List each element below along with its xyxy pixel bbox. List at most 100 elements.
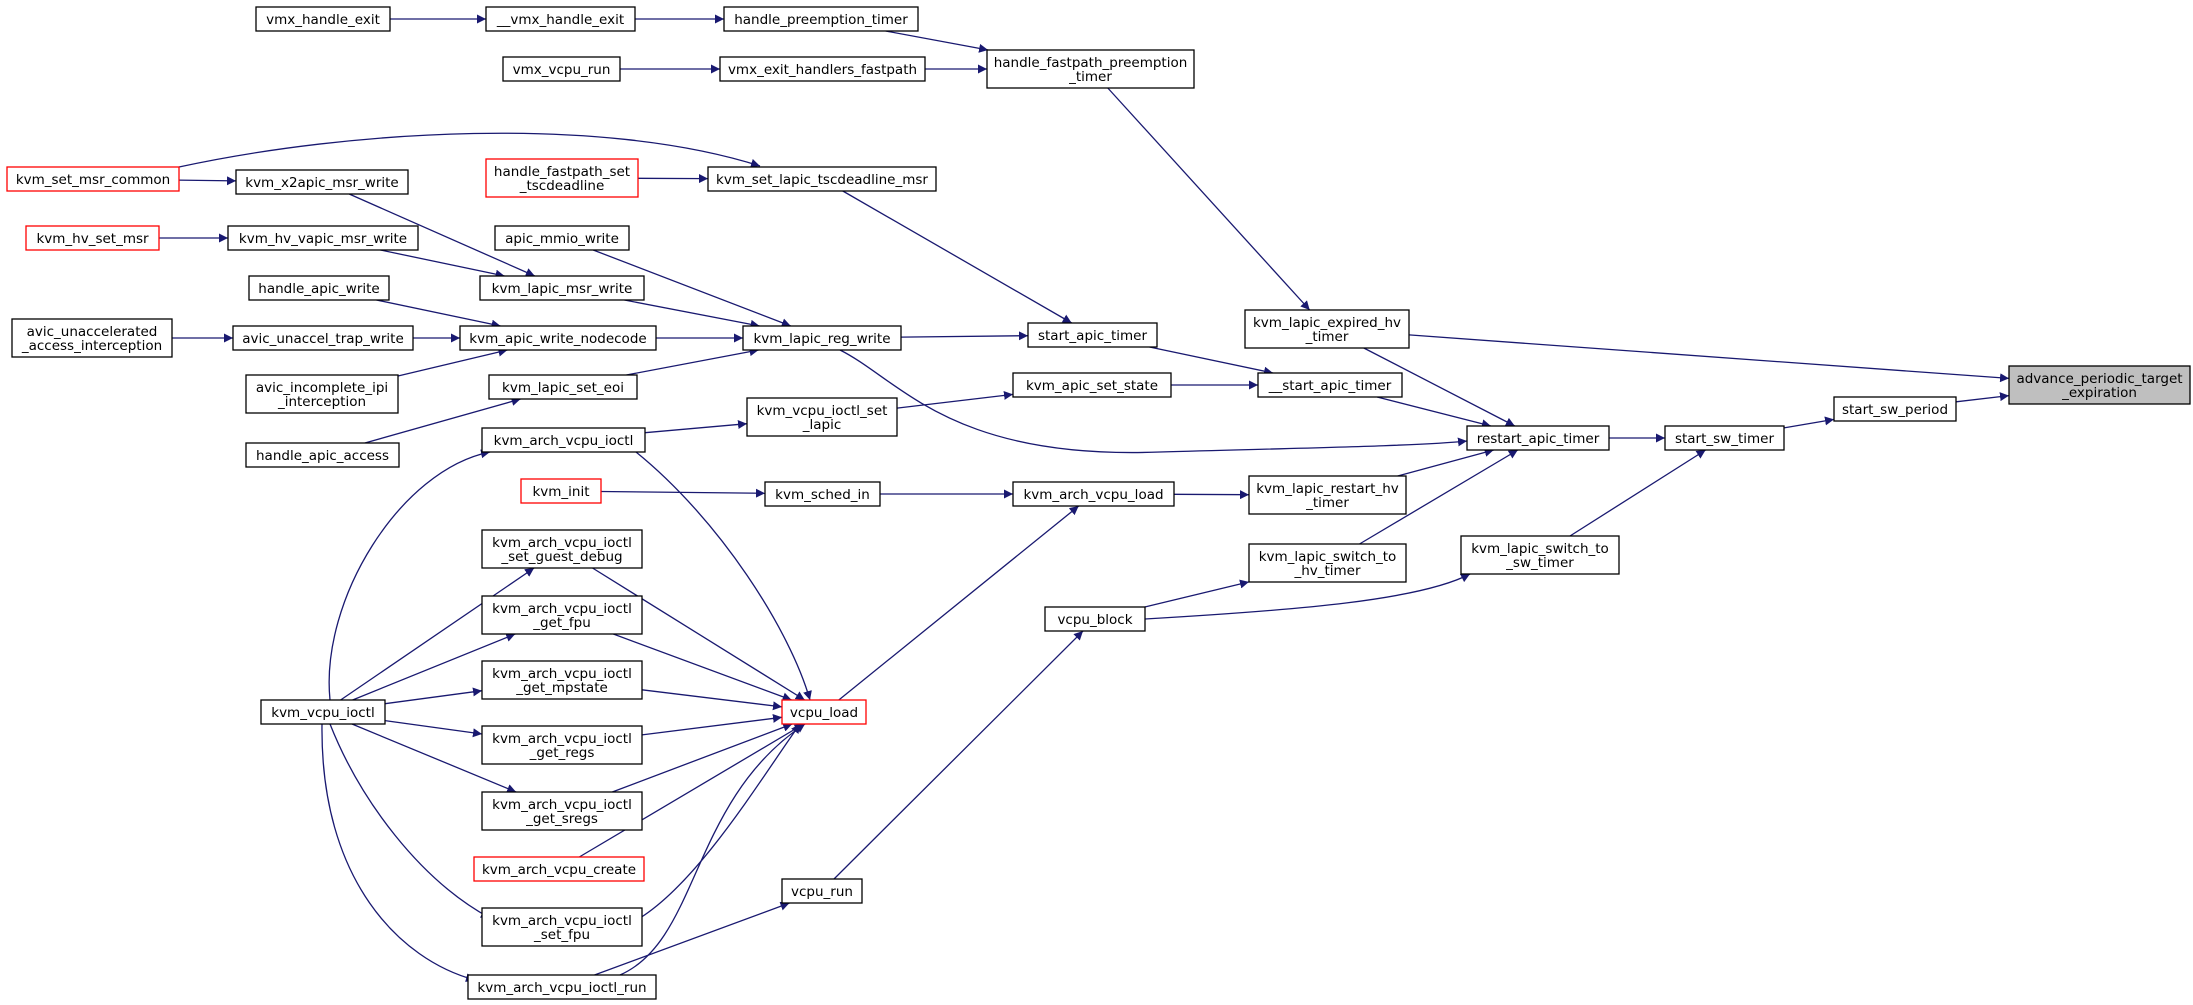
edge-kvm_arch_vcpu_ioctl_get_fpu-to-vcpu_load — [613, 633, 792, 702]
node-label: kvm_apic_set_state — [1026, 378, 1158, 394]
node-start-apic-timer[interactable]: start_apic_timer — [1027, 322, 1158, 348]
node-kvm-arch-vcpu-load[interactable]: kvm_arch_vcpu_load — [1012, 481, 1175, 507]
node-restart-apic-timer[interactable]: restart_apic_timer — [1466, 425, 1610, 451]
node-box — [227, 225, 419, 251]
node-box — [1833, 396, 1957, 422]
edge-kvm_vcpu_ioctl-to-kvm_arch_vcpu_ioctl_get_fpu — [352, 633, 516, 701]
node-kvm-sched-in[interactable]: kvm_sched_in — [764, 481, 881, 507]
node-label: kvm_vcpu_ioctl — [271, 705, 374, 721]
edge-arrow — [1783, 416, 1835, 429]
node-kvm-arch-vcpu-ioctl-run[interactable]: kvm_arch_vcpu_ioctl_run — [467, 974, 657, 1000]
node-label: kvm_arch_vcpu_create — [482, 862, 636, 878]
edge-start_sw_timer-to-start_sw_period — [1783, 416, 1835, 429]
node-kvm-arch-vcpu-ioctl-get-mpstate[interactable]: kvm_arch_vcpu_ioctl_get_mpstate — [481, 660, 643, 700]
node-kvm-hv-set-msr[interactable]: kvm_hv_set_msr — [25, 225, 160, 251]
node-kvm-lapic-set-eoi[interactable]: kvm_lapic_set_eoi — [488, 374, 638, 400]
node-label: start_apic_timer — [1038, 328, 1147, 344]
node-avic-unaccel-trap-write[interactable]: avic_unaccel_trap_write — [232, 325, 414, 351]
edge-arrow — [1144, 573, 1471, 620]
edge-arrow — [384, 687, 483, 705]
node-start-sw-period[interactable]: start_sw_period — [1833, 396, 1957, 422]
node-label: kvm_lapic_msr_write — [492, 281, 633, 297]
node-kvm-arch-vcpu-ioctl-set-guest-debug[interactable]: kvm_arch_vcpu_ioctl_set_guest_debug — [481, 529, 643, 569]
node-box — [1460, 535, 1620, 575]
node-box — [746, 397, 898, 437]
node-handle-apic-access[interactable]: handle_apic_access — [245, 442, 400, 468]
edge-arrow — [644, 420, 748, 434]
edge-handle_fastpath_preemption_timer-to-kvm_lapic_expired_hv_timer — [1107, 87, 1311, 311]
edge-handle_apic_access-to-kvm_lapic_set_eoi — [364, 397, 521, 444]
node-avic-incomplete-ipi-interception[interactable]: avic_incomplete_ipi_interception — [245, 374, 399, 414]
node-kvm-lapic-switch-to-sw-timer[interactable]: kvm_lapic_switch_to_sw_timer — [1460, 535, 1620, 575]
node-vmx-exit-handlers-fastpath[interactable]: vmx_exit_handlers_fastpath — [719, 56, 926, 82]
node-kvm-lapic-expired-hv-timer[interactable]: kvm_lapic_expired_hv_timer — [1244, 309, 1410, 349]
node-kvm-x2apic-msr-write[interactable]: kvm_x2apic_msr_write — [235, 169, 409, 195]
node-box — [781, 878, 863, 904]
node-label: kvm_arch_vcpu_ioctl — [492, 666, 632, 682]
node-label: kvm_apic_write_nodecode — [469, 331, 646, 347]
node-kvm-hv-vapic-msr-write[interactable]: kvm_hv_vapic_msr_write — [227, 225, 419, 251]
node-vcpu-block[interactable]: vcpu_block — [1044, 606, 1146, 632]
edge-kvm_lapic_switch_to_sw_timer-to-start_sw_timer — [1569, 449, 1706, 537]
edge-arrow — [1408, 334, 2010, 383]
node-label: _set_guest_debug — [500, 549, 622, 565]
node-kvm-arch-vcpu-ioctl[interactable]: kvm_arch_vcpu_ioctl — [481, 427, 646, 453]
node-apic-mmio-write[interactable]: apic_mmio_write — [494, 225, 630, 251]
node-kvm-arch-vcpu-ioctl-get-fpu[interactable]: kvm_arch_vcpu_ioctl_get_fpu — [481, 595, 643, 635]
node-box — [232, 325, 414, 351]
node-label: handle_apic_write — [258, 281, 379, 297]
node-box — [260, 699, 386, 725]
node-box — [481, 791, 643, 831]
edge-kvm_vcpu_ioctl-to-kvm_arch_vcpu_ioctl_set_fpu — [329, 723, 491, 919]
edge-arrow — [380, 249, 505, 279]
edge-kvm_arch_vcpu_ioctl_get_regs-to-vcpu_load — [641, 713, 783, 736]
node-kvm-arch-vcpu-ioctl-set-fpu[interactable]: kvm_arch_vcpu_ioctl_set_fpu — [481, 907, 643, 947]
node-advance-periodic-target-expiration[interactable]: advance_periodic_target_expiration — [2008, 365, 2191, 405]
node---start-apic-timer[interactable]: __start_apic_timer — [1257, 372, 1403, 398]
edge-kvm_lapic_reg_write-to-start_apic_timer — [900, 331, 1029, 341]
node-kvm-lapic-restart-hv-timer[interactable]: kvm_lapic_restart_hv_timer — [1248, 475, 1407, 515]
node-start-sw-timer[interactable]: start_sw_timer — [1664, 425, 1785, 451]
edge-arrow — [1397, 448, 1494, 477]
node-vcpu-load[interactable]: vcpu_load — [781, 699, 867, 725]
node-kvm-lapic-switch-to-hv-timer[interactable]: kvm_lapic_switch_to_hv_timer — [1248, 543, 1407, 583]
node-kvm-set-msr-common[interactable]: kvm_set_msr_common — [6, 166, 180, 192]
node-kvm-vcpu-ioctl[interactable]: kvm_vcpu_ioctl — [260, 699, 386, 725]
node-kvm-arch-vcpu-ioctl-get-sregs[interactable]: kvm_arch_vcpu_ioctl_get_sregs — [481, 791, 643, 831]
node-handle-preemption-timer[interactable]: handle_preemption_timer — [723, 6, 919, 32]
node-box — [481, 595, 643, 635]
node-label: _expiration — [2061, 385, 2137, 401]
edge-arrow — [896, 390, 1014, 409]
edge-arrow — [594, 901, 790, 976]
node---vmx-handle-exit[interactable]: __vmx_handle_exit — [485, 6, 636, 32]
node-vmx-handle-exit[interactable]: vmx_handle_exit — [255, 6, 391, 32]
node-kvm-lapic-reg-write[interactable]: kvm_lapic_reg_write — [742, 325, 902, 351]
node-box — [25, 225, 160, 251]
edge-arrow — [1569, 449, 1706, 537]
node-kvm-set-lapic-tscdeadline-msr[interactable]: kvm_set_lapic_tscdeadline_msr — [707, 166, 937, 192]
node-kvm-apic-set-state[interactable]: kvm_apic_set_state — [1012, 372, 1172, 398]
node-kvm-arch-vcpu-ioctl-get-regs[interactable]: kvm_arch_vcpu_ioctl_get_regs — [481, 725, 643, 765]
node-handle-fastpath-set-tscdeadline[interactable]: handle_fastpath_set_tscdeadline — [485, 158, 639, 198]
node-handle-fastpath-preemption-timer[interactable]: handle_fastpath_preemption_timer — [986, 49, 1195, 89]
edge-arrow — [178, 176, 237, 186]
node-box — [481, 660, 643, 700]
edge-kvm_set_lapic_tscdeadline_msr-to-start_apic_timer — [842, 190, 1073, 324]
node-kvm-init[interactable]: kvm_init — [520, 478, 602, 504]
node-avic-unaccelerated-access-interception[interactable]: avic_unaccelerated_access_interception — [11, 318, 173, 358]
node-handle-apic-write[interactable]: handle_apic_write — [248, 275, 390, 301]
edge-arrow — [838, 505, 1080, 701]
node-label: vcpu_load — [790, 705, 858, 721]
node-box — [255, 6, 391, 32]
node-kvm-lapic-msr-write[interactable]: kvm_lapic_msr_write — [479, 275, 645, 301]
node-box — [1244, 309, 1410, 349]
node-vcpu-run[interactable]: vcpu_run — [781, 878, 863, 904]
node-box — [1012, 481, 1175, 507]
node-box — [1044, 606, 1146, 632]
node-kvm-apic-write-nodecode[interactable]: kvm_apic_write_nodecode — [459, 325, 657, 351]
node-kvm-arch-vcpu-create[interactable]: kvm_arch_vcpu_create — [473, 856, 645, 882]
node-kvm-vcpu-ioctl-set-lapic[interactable]: kvm_vcpu_ioctl_set_lapic — [746, 397, 898, 437]
node-label: _access_interception — [21, 338, 162, 354]
node-vmx-vcpu-run[interactable]: vmx_vcpu_run — [502, 56, 621, 82]
edge-avic_incomplete_ipi_interception-to-kvm_apic_write_nodecode — [397, 347, 508, 377]
